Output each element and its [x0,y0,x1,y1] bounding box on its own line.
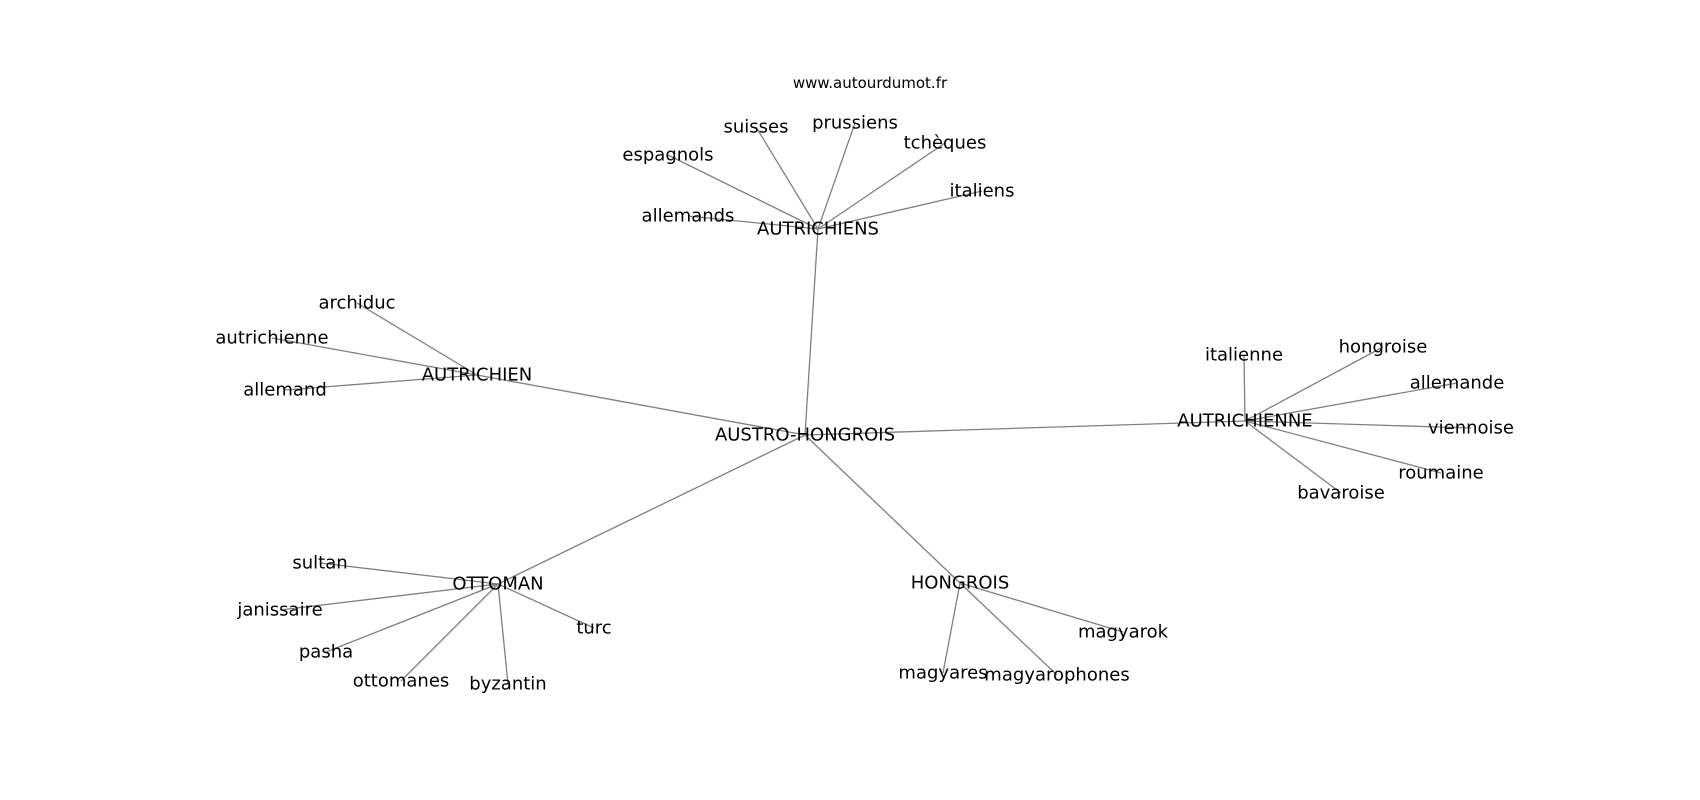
edge-autrichienne-italienne [1243,354,1246,422]
node-label-viennoise: viennoise [1428,418,1514,439]
edge-ottoman-turc [497,583,595,629]
node-label-archiduc: archiduc [318,293,395,314]
node-label-turc: turc [576,618,611,639]
edge-autrichienne-roumaine [1244,420,1442,474]
node-label-janissaire: janissaire [236,600,322,621]
node-label-bavaroise: bavaroise [1297,483,1385,504]
edge-ottoman-pasha [325,583,499,653]
edge-autrichienne-hongroise [1244,346,1384,422]
node-label-magyarophones: magyarophones [984,665,1129,686]
node-label-pasha: pasha [299,642,353,663]
edge-ottoman-sultan [319,562,499,585]
nodes-layer: AUSTRO-HONGROIS AUTRICHIENS AUTRICHIEN AUTR… [215,113,1514,695]
node-label-allemande: allemande [1410,373,1505,394]
node-label-sultan: sultan [292,553,347,574]
edge-autrichien-archiduc [356,302,478,376]
node-label-hongrois: HONGROIS [911,573,1010,594]
edge-austro-autrichienne [804,420,1246,436]
node-label-hongroise: hongroise [1339,337,1428,358]
edge-austro-autrichiens [804,228,819,436]
edge-autrichiens-prussiens [817,122,856,230]
edge-autrichienne-allemande [1244,382,1458,422]
edge-ottoman-ottomanes [400,583,499,682]
node-label-autrichienne-w: autrichienne [215,328,328,349]
edge-autrichiens-allemands [687,215,819,230]
node-label-autrichien: AUTRICHIEN [422,365,533,386]
edge-ottoman-janissaire [279,583,499,611]
edge-autrichiens-suisses [755,126,819,230]
node-label-allemands: allemands [642,206,735,227]
edge-autrichiens-espagnols [667,154,819,230]
edge-austro-autrichien [476,374,806,436]
node-label-italienne: italienne [1205,345,1283,366]
node-label-suisses: suisses [724,117,789,138]
node-label-ottoman: OTTOMAN [452,574,543,595]
edge-austro-ottoman [497,434,806,585]
node-label-italiens: italiens [950,181,1015,202]
edge-autrichien-allemand [284,374,478,391]
node-label-autrichiens: AUTRICHIENS [757,219,879,240]
edges-layer [271,122,1472,685]
edge-ottoman-byzantin [497,583,509,685]
edge-autrichienne-bavaroise [1244,420,1342,494]
node-label-byzantin: byzantin [469,674,546,695]
node-label-allemand: allemand [243,380,327,401]
node-label-magyarok: magyarok [1078,622,1169,643]
node-label-ottomanes: ottomanes [353,671,450,692]
node-label-roumaine: roumaine [1398,463,1483,484]
edge-autrichien-autrichienne_w [271,337,478,376]
node-label-magyares: magyares [898,663,987,684]
watermark-text: www.autourdumot.fr [793,74,948,92]
edge-hongrois-magyares [942,582,961,674]
node-label-prussiens: prussiens [812,113,898,134]
edge-austro-hongrois [804,434,961,584]
edge-hongrois-magyarok [959,582,1124,633]
edge-hongrois-magyarophones [959,582,1058,676]
node-label-autrichienne: AUTRICHIENNE [1177,411,1312,432]
node-label-espagnols: espagnols [622,145,713,166]
edge-autrichienne-viennoise [1244,420,1472,429]
edge-autrichiens-tcheques [817,142,946,230]
node-label-tcheques: tchèques [904,133,987,154]
edge-autrichiens-italiens [817,190,983,230]
node-label-austro: AUSTRO-HONGROIS [715,425,895,446]
